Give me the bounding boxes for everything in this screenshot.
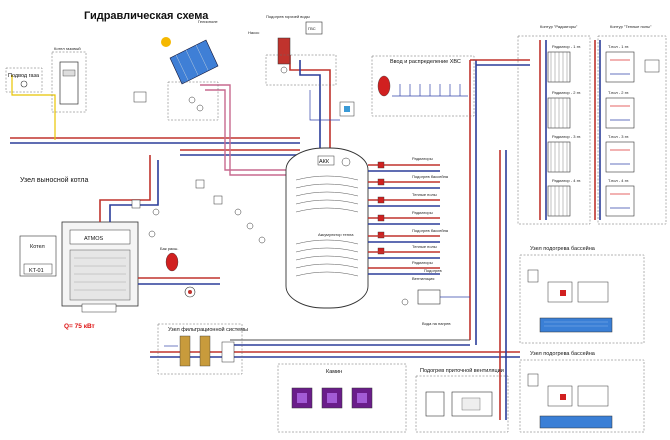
ventilation-block: Подогрев приточной вентиляции (415, 367, 509, 433)
accumulator-label: АКК (319, 159, 330, 165)
pool-heating-label: Подогрев (424, 268, 442, 273)
floor-2-label: Т.пол - 2 эт. (608, 90, 629, 95)
filter-tank (309, 90, 355, 121)
solar-label: Гелиополе (198, 19, 218, 24)
solar-pump-station (133, 81, 219, 121)
floor-4-label: Т.пол - 4 эт. (608, 178, 629, 183)
pump-manifold: Радиаторы Подогрев бассейна Теплые полы … (368, 156, 449, 281)
floor-circuit: Контур "Теплые полы" Т.пол - 1 эт. Т.пол… (597, 24, 667, 225)
pool-unit-2: Узел подогрева бассейна (519, 350, 645, 433)
manifold-label-3: Теплые полы (412, 192, 437, 197)
diagram-title: Гидравлическая схема (84, 10, 209, 22)
radiator-3: Радиатор - 3 эт. (547, 134, 581, 173)
radiators-circuit: Контур "Радиаторы" Радиатор - 1 эт. Ради… (517, 24, 591, 225)
gas-boiler-block: Котел газовый (51, 46, 87, 113)
solar-panel: Гелиополе (161, 19, 218, 85)
pool-basin-1 (539, 317, 613, 333)
radiator-2: Радиатор - 2 эт. (547, 90, 581, 129)
boiler-power: Q= 75 кВт (64, 323, 95, 330)
boiler-unit-label: Узел выносной котла (20, 176, 89, 184)
water-to-heat-label: Вода на нагрев (422, 321, 451, 326)
floor-manifold-4: Т.пол - 4 эт. (605, 178, 635, 217)
radiator-4-label: Радиатор - 4 эт. (552, 178, 581, 183)
manifold-label-6: Теплые полы (412, 244, 437, 249)
cold-water-block: Ввод и распределение ХВС (371, 55, 475, 117)
accumulator-body (285, 147, 369, 309)
pool-unit-1-label: Узел подогрева бассейна (530, 245, 596, 252)
manifold-label-4: Радиаторы (412, 210, 433, 215)
filter-unit: Узел фильтрационной системы (157, 323, 248, 375)
dhw-heater-label: ГВС (308, 26, 316, 31)
manifold-label-2: Подогрев бассейна (412, 174, 449, 179)
boiler-code: KT-01 (29, 268, 44, 274)
fireplace-block: Камин (277, 363, 407, 433)
cold-water-label: Ввод и распределение ХВС (390, 59, 461, 65)
dhw-heating-label: Подогрев горячей воды (266, 14, 310, 19)
pool-basin-2 (539, 415, 613, 429)
main-pipes (10, 40, 601, 420)
boiler-unit: Узел выносной котла ATMOS Котел KT-01 Q=… (19, 155, 159, 330)
manifold-label-1: Радиаторы (412, 156, 433, 161)
dhw-pump-label: Насос (248, 30, 259, 35)
pool-unit-2-label: Узел подогрева бассейна (530, 350, 596, 357)
gas-inlet-block: Подвод газа (5, 67, 43, 93)
manifold-label-8: Вентиляция (412, 276, 434, 281)
pool-unit-1: Узел подогрева бассейна (519, 245, 645, 344)
gas-inlet-label: Подвод газа (8, 73, 40, 79)
radiator-1: Радиатор - 1 эт. (547, 44, 581, 83)
floor-manifold-2: Т.пол - 2 эт. (605, 90, 635, 129)
expansion-tank: Бак расш. (138, 246, 220, 298)
boiler-brand: ATMOS (84, 236, 103, 242)
radiator-3-label: Радиатор - 3 эт. (552, 134, 581, 139)
accumulator-tank: АКК Аккумулятор тепла (285, 147, 369, 309)
floor-1-label: Т.пол - 1 эт. (608, 44, 629, 49)
manifold-label-5: Подогрев бассейна (412, 228, 449, 233)
expansion-tank-label: Бак расш. (160, 246, 178, 251)
ventilation-label: Подогрев приточной вентиляции (420, 367, 504, 374)
sun-icon (161, 37, 171, 47)
radiator-2-label: Радиатор - 2 эт. (552, 90, 581, 95)
boiler-label: Котел (30, 244, 45, 250)
fireplace-label: Камин (326, 369, 342, 375)
floor-manifold-1: Т.пол - 1 эт. (605, 44, 635, 83)
floor-3-label: Т.пол - 3 эт. (608, 134, 629, 139)
dhw-block: Подогрев горячей воды ГВС Насос (248, 14, 337, 86)
manifold-label-7: Радиаторы (412, 260, 433, 265)
floor-circuit-label: Контур "Теплые полы" (610, 24, 652, 29)
accumulator-sub: Аккумулятор тепла (318, 232, 354, 237)
radiator-1-label: Радиатор - 1 эт. (552, 44, 581, 49)
radiators-circuit-label: Контур "Радиаторы" (540, 24, 578, 29)
radiator-4: Радиатор - 4 эт. (547, 178, 581, 217)
floor-manifold-3: Т.пол - 3 эт. (605, 134, 635, 173)
misc-instruments (131, 179, 266, 244)
pool-water-heater: Подогрев Вода на нагрев (401, 268, 470, 326)
gas-boiler-label: Котел газовый (54, 46, 81, 51)
filter-unit-label: Узел фильтрационной системы (168, 326, 248, 333)
